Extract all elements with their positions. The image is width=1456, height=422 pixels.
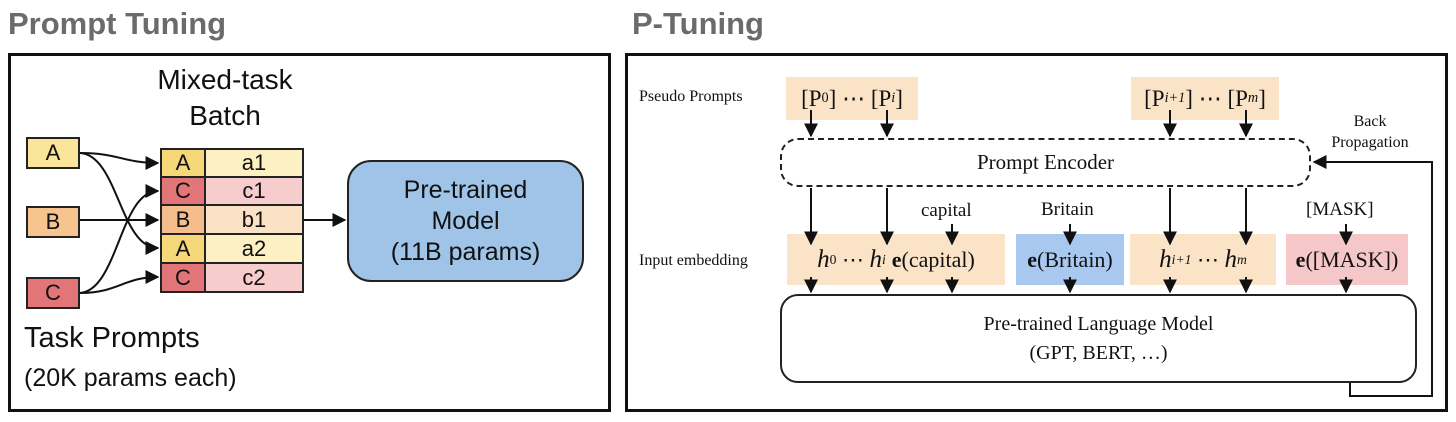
pseudo-2-sub-i1: i+1: [1164, 90, 1186, 106]
batch-row-3-task: B: [160, 204, 206, 235]
pseudo-2-end: ]: [1258, 85, 1266, 111]
embedding-box-mask: e([MASK]): [1286, 234, 1408, 285]
batch-row-2-item: c1: [204, 176, 304, 206]
p-tuning-title: P-Tuning: [632, 6, 764, 41]
batch-row-5-task: C: [160, 262, 206, 293]
emb-h0-sub: 0: [829, 251, 837, 267]
pseudo-1-open: [P: [801, 85, 822, 111]
model-line2: Model: [431, 206, 500, 235]
emb-hi1: h: [1159, 245, 1172, 273]
emb-dots-1: ⋯: [836, 246, 870, 272]
arrow-a-to-row1: [79, 152, 160, 170]
task-prompt-c: C: [26, 277, 80, 309]
emb-h0: h: [817, 245, 830, 273]
arrow-back-propagation: [1312, 155, 1433, 397]
pseudo-1-sub-0: 0: [821, 90, 829, 106]
pretrained-model-box: Pre-trained Model (11B params): [347, 160, 584, 282]
emb-e-mask: e: [1295, 246, 1306, 272]
emb-britain-arg: (Britain): [1037, 246, 1113, 272]
model-line1: Pre-trained: [403, 175, 528, 204]
model-line3: (11B params): [390, 237, 541, 266]
arrow-c-to-row2: [79, 184, 160, 294]
back-prop-line2: Propagation: [1331, 134, 1409, 151]
task-prompts-sub: (20K params each): [24, 364, 237, 392]
pseudo-prompts-label: Pseudo Prompts: [639, 88, 743, 105]
word-capital: capital: [921, 200, 972, 221]
pseudo-1-mid: ] ⋯ [P: [828, 85, 892, 111]
back-prop-line1: Back: [1353, 113, 1387, 130]
prompt-encoder-box: Prompt Encoder: [780, 138, 1311, 187]
pseudo-2-sub-m: m: [1247, 90, 1259, 106]
back-propagation-label: Back Propagation: [1318, 111, 1422, 153]
emb-e-britain: e: [1027, 246, 1037, 272]
emb-hi-sub: i: [881, 251, 886, 267]
emb-hm: h: [1224, 245, 1237, 273]
emb-e-capital: e: [891, 246, 902, 272]
batch-title: Mixed-task Batch: [120, 62, 330, 134]
task-prompts-title: Task Prompts: [24, 322, 200, 354]
emb-hi1-sub: i+1: [1171, 251, 1192, 267]
emb-mask-arg: ([MASK]): [1305, 246, 1399, 272]
task-prompt-b: B: [26, 206, 80, 238]
language-model-box: Pre-trained Language Model (GPT, BERT, ……: [780, 294, 1417, 383]
emb-capital-arg: (capital): [901, 246, 975, 272]
prompt-tuning-panel: [8, 53, 611, 412]
emb-hi: h: [869, 245, 882, 273]
batch-title-line1: Mixed-task: [157, 64, 293, 95]
emb-hm-sub: m: [1236, 251, 1247, 267]
pseudo-1-sub-i: i: [891, 90, 896, 106]
embedding-box-britain: e(Britain): [1016, 234, 1124, 285]
p-tuning-panel: [625, 53, 1448, 412]
arrow-a-to-row4: [79, 152, 160, 255]
emb-dots-2: ⋯: [1191, 246, 1225, 272]
task-prompt-a: A: [26, 137, 80, 169]
batch-title-line2: Batch: [189, 100, 261, 131]
arrow-c-to-row5: [79, 270, 160, 294]
lm-line2: (GPT, BERT, …): [1029, 341, 1168, 364]
batch-row-5-item: c2: [204, 262, 304, 293]
word-mask: [MASK]: [1306, 199, 1374, 220]
lm-line1: Pre-trained Language Model: [983, 312, 1214, 335]
input-embedding-label: Input embedding: [639, 252, 748, 269]
pseudo-2-open: [P: [1144, 85, 1165, 111]
pseudo-1-end: ]: [895, 85, 903, 111]
pseudo-2-mid: ] ⋯ [P: [1185, 85, 1248, 111]
word-britain: Britain: [1041, 199, 1094, 220]
prompt-tuning-title: Prompt Tuning: [8, 6, 227, 41]
